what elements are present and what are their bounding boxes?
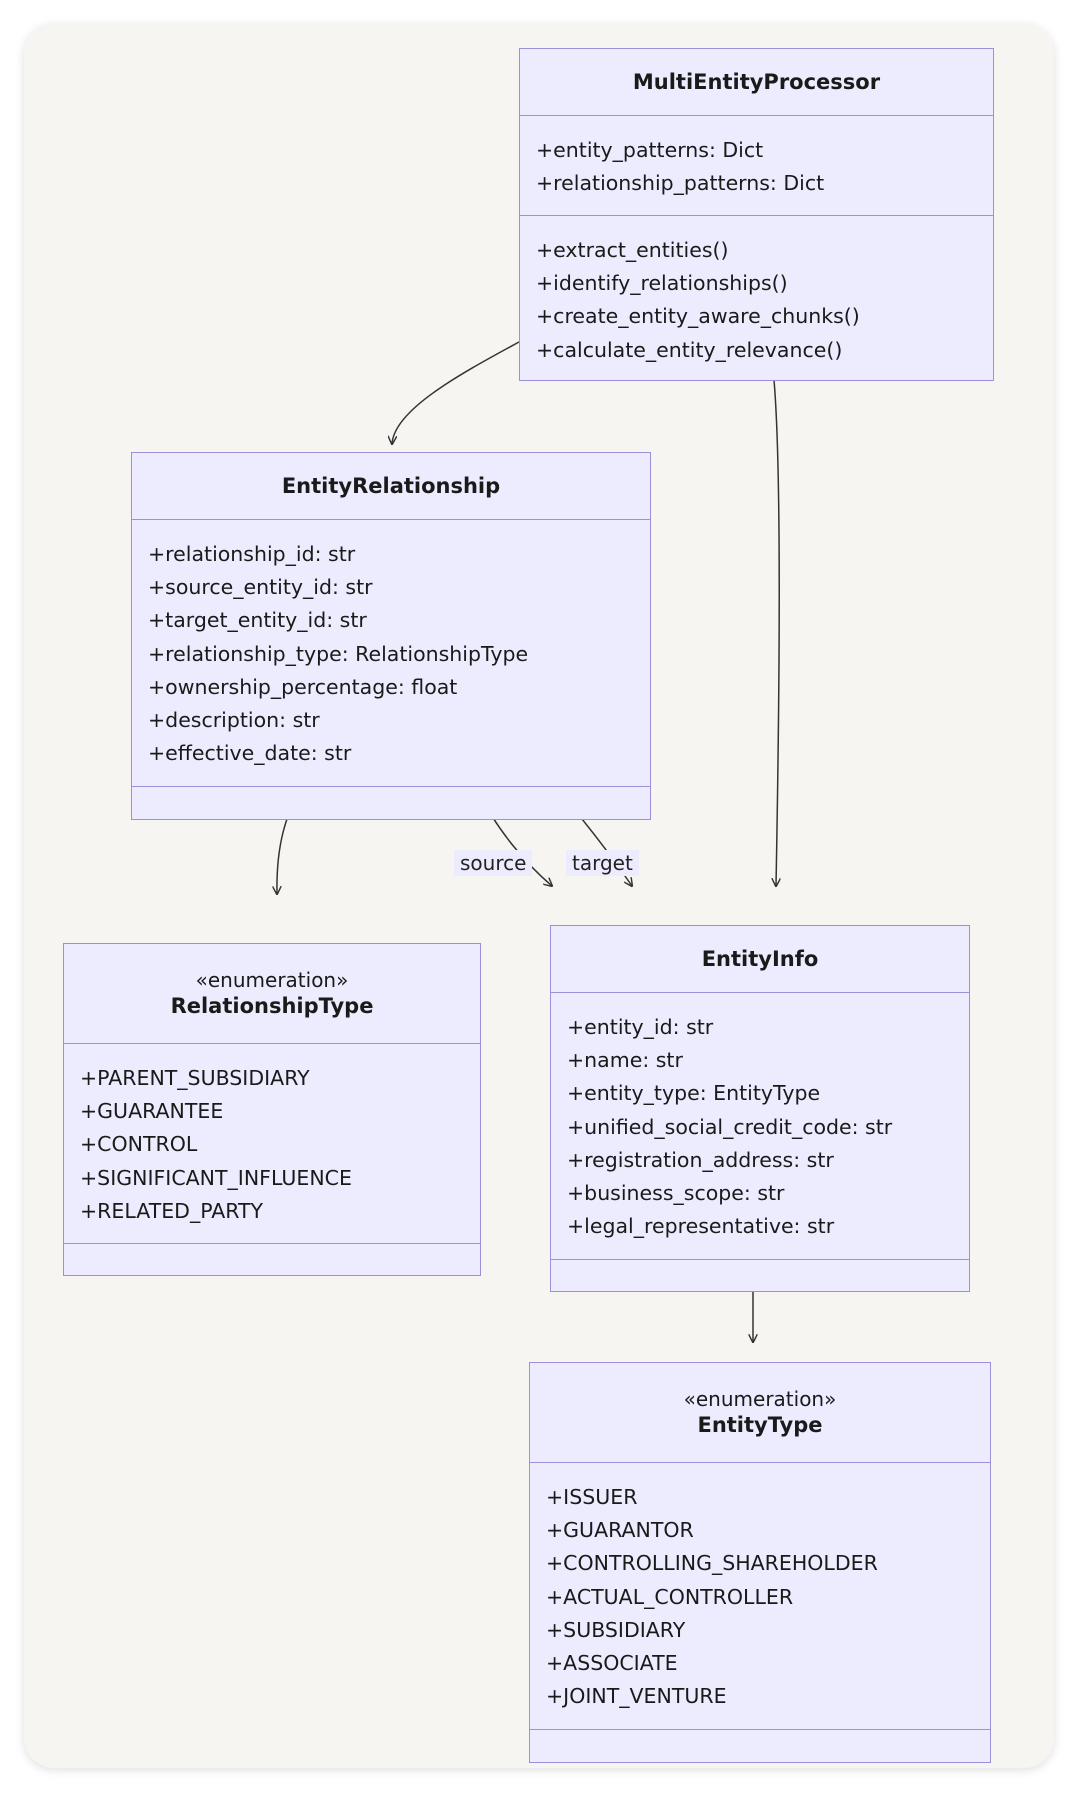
attribute: +effective_date: str bbox=[148, 741, 352, 766]
edge-label-target: target bbox=[566, 850, 639, 876]
attribute: +entity_id: str bbox=[567, 1015, 714, 1039]
methods-section: +extract_entities() +identify_relationsh… bbox=[520, 216, 993, 367]
enum-value: +ISSUER bbox=[546, 1485, 638, 1509]
class-entity-type[interactable]: «enumeration» EntityType +ISSUER +GUARAN… bbox=[529, 1362, 991, 1763]
enum-value: +SUBSIDIARY bbox=[546, 1617, 686, 1642]
enum-value: +CONTROL bbox=[80, 1132, 198, 1157]
attribute: +name: str bbox=[567, 1048, 683, 1073]
enum-value: +RELATED_PARTY bbox=[80, 1198, 264, 1223]
enum-value: +GUARANTEE bbox=[80, 1099, 224, 1124]
enum-value: +ASSOCIATE bbox=[546, 1651, 678, 1676]
class-name: EntityType bbox=[697, 1412, 823, 1437]
enum-value: +GUARANTOR bbox=[546, 1518, 694, 1543]
class-name: EntityRelationship bbox=[281, 474, 501, 498]
diagram-canvas: source target MultiEntityProcessor +enti… bbox=[24, 24, 1054, 1768]
attribute: +entity_patterns: Dict bbox=[536, 138, 764, 162]
class-entity-info[interactable]: EntityInfo +entity_id: str +name: str +e… bbox=[550, 925, 970, 1292]
attributes-section: +entity_patterns: Dict +relationship_pat… bbox=[520, 116, 993, 216]
class-name: EntityInfo bbox=[701, 947, 819, 971]
class-header: MultiEntityProcessor bbox=[520, 49, 993, 116]
attribute: +target_entity_id: str bbox=[148, 608, 367, 633]
enum-value: +JOINT_VENTURE bbox=[546, 1684, 727, 1709]
method: +calculate_entity_relevance() bbox=[536, 337, 843, 362]
class-header: EntityInfo bbox=[551, 926, 969, 993]
method: +create_entity_aware_chunks() bbox=[536, 304, 860, 329]
method: +identify_relationships() bbox=[536, 271, 788, 296]
attributes-section: +ISSUER +GUARANTOR +CONTROLLING_SHAREHOL… bbox=[530, 1463, 990, 1730]
class-header: «enumeration» EntityType bbox=[530, 1363, 990, 1463]
attribute: +description: str bbox=[148, 708, 320, 733]
edge-processor-to-entityinfo bbox=[774, 379, 779, 886]
enum-value: +CONTROLLING_SHAREHOLDER bbox=[546, 1551, 878, 1576]
attribute: +unified_social_credit_code: str bbox=[567, 1114, 893, 1139]
class-name: RelationshipType bbox=[170, 993, 374, 1018]
class-header: EntityRelationship bbox=[132, 453, 650, 520]
enum-value: +PARENT_SUBSIDIARY bbox=[80, 1066, 310, 1090]
edge-processor-to-relationship bbox=[392, 341, 520, 444]
attribute: +source_entity_id: str bbox=[148, 575, 373, 600]
class-stereotype: «enumeration» bbox=[195, 967, 349, 992]
attribute: +relationship_patterns: Dict bbox=[536, 171, 825, 196]
enum-value: +ACTUAL_CONTROLLER bbox=[546, 1584, 794, 1609]
attributes-section: +entity_id: str +name: str +entity_type:… bbox=[551, 993, 969, 1260]
class-header: «enumeration» RelationshipType bbox=[64, 944, 480, 1044]
class-entity-relationship[interactable]: EntityRelationship +relationship_id: str… bbox=[131, 452, 651, 820]
attributes-section: +PARENT_SUBSIDIARY +GUARANTEE +CONTROL +… bbox=[64, 1044, 480, 1244]
class-relationship-type[interactable]: «enumeration» RelationshipType +PARENT_S… bbox=[63, 943, 481, 1276]
class-name: MultiEntityProcessor bbox=[632, 70, 881, 94]
attribute: +business_scope: str bbox=[567, 1181, 785, 1206]
method: +extract_entities() bbox=[536, 238, 729, 262]
attribute: +relationship_id: str bbox=[148, 542, 356, 566]
edge-label-source: source bbox=[454, 850, 533, 876]
attribute: +relationship_type: RelationshipType bbox=[148, 641, 529, 666]
attribute: +ownership_percentage: float bbox=[148, 674, 458, 699]
attribute: +legal_representative: str bbox=[567, 1214, 835, 1239]
class-multi-entity-processor[interactable]: MultiEntityProcessor +entity_patterns: D… bbox=[519, 48, 994, 381]
enum-value: +SIGNIFICANT_INFLUENCE bbox=[80, 1165, 352, 1190]
attributes-section: +relationship_id: str +source_entity_id:… bbox=[132, 520, 650, 787]
class-stereotype: «enumeration» bbox=[683, 1386, 837, 1411]
attribute: +entity_type: EntityType bbox=[567, 1081, 821, 1106]
attribute: +registration_address: str bbox=[567, 1147, 834, 1172]
